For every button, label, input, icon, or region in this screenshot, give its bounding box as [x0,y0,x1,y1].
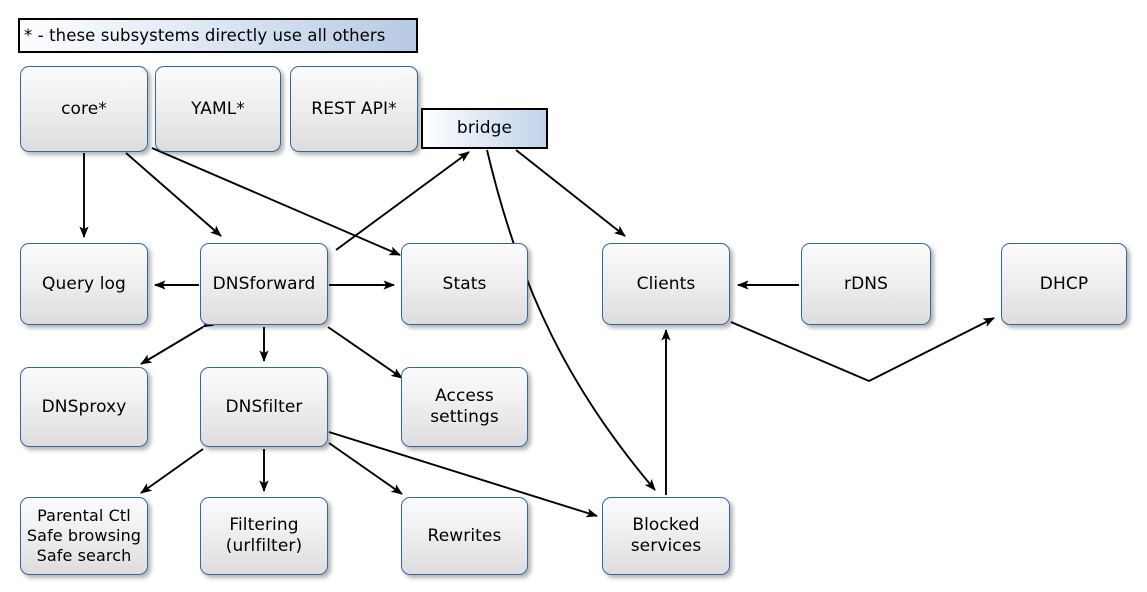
node-access-settings[interactable]: Access settings [401,367,528,447]
node-dnsforward[interactable]: DNSforward [200,243,328,325]
node-parental-control[interactable]: Parental Ctl Safe browsing Safe search [20,497,148,575]
node-rdns[interactable]: rDNS [801,243,931,325]
node-bridge[interactable]: bridge [421,108,548,149]
node-dnsfilter[interactable]: DNSfilter [200,367,328,447]
edge-yaml-stats [151,147,401,256]
edge-dnsforward-dnsproxy [140,317,215,365]
node-label: REST API* [311,98,397,119]
node-clients[interactable]: Clients [602,243,730,325]
node-label: DNSforward [212,273,316,294]
node-label: rDNS [844,273,888,294]
node-dhcp[interactable]: DHCP [1001,243,1127,325]
node-label: DNSproxy [41,396,127,417]
node-blocked-services[interactable]: Blocked services [602,497,730,575]
node-yaml[interactable]: YAML* [155,66,281,152]
node-filtering-urlfilter[interactable]: Filtering (urlfilter) [200,497,328,575]
edge-bridge-clients [515,149,626,237]
legend-label: * - these subsystems directly use all ot… [24,26,386,45]
node-label: DHCP [1039,273,1089,294]
edge-dnsfilter-rewrites [328,442,403,495]
legend-box: * - these subsystems directly use all ot… [18,18,418,53]
node-label: Rewrites [427,525,502,546]
node-label: Filtering (urlfilter) [225,515,303,556]
edge-dnsforward-bridge [335,151,470,251]
node-dnsproxy[interactable]: DNSproxy [20,367,148,447]
node-label: Parental Ctl Safe browsing Safe search [26,506,142,565]
node-stats[interactable]: Stats [401,243,528,325]
edge-core-dnsforward [125,152,222,237]
node-rewrites[interactable]: Rewrites [401,497,528,575]
edge-dnsforward-access [327,326,403,379]
node-label: Access settings [430,386,499,427]
node-label: Stats [442,273,487,294]
node-label: core* [61,98,107,119]
edge-clients-dhcp [730,317,995,383]
node-rest-api[interactable]: REST API* [290,66,418,152]
edge-dnsfilter-parental [140,448,204,494]
node-label: bridge [456,118,513,138]
node-core[interactable]: core* [20,66,148,152]
node-label: Clients [636,273,696,294]
node-label: Blocked services [630,515,702,556]
node-label: DNSfilter [225,396,303,417]
node-label: Query log [42,273,126,294]
node-query-log[interactable]: Query log [20,243,148,325]
node-label: YAML* [191,98,245,119]
